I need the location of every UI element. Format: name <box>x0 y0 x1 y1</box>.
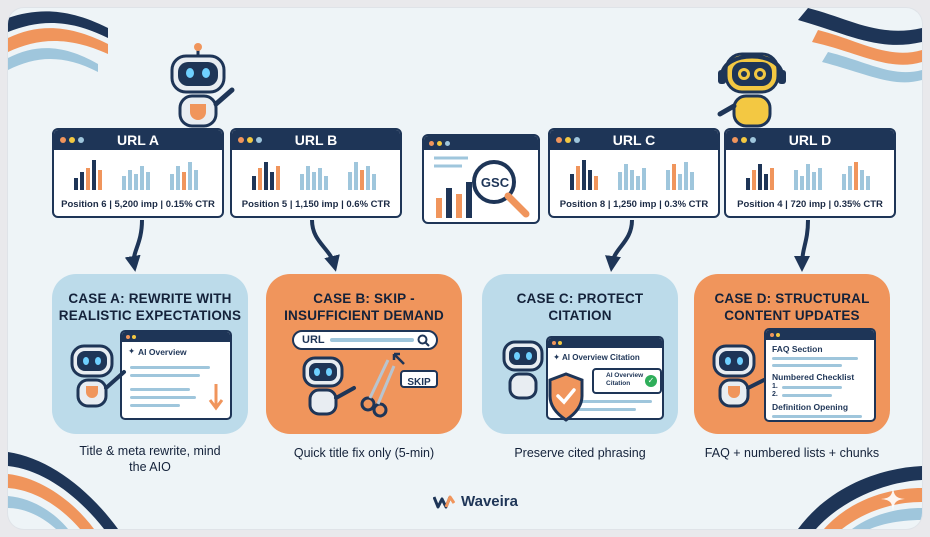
url-stats: Position 6 | 5,200 imp | 0.15% CTR <box>61 199 215 210</box>
robot-headset-mascot-icon <box>717 52 786 128</box>
arrow-down-icon <box>208 384 224 411</box>
skip-label: SKIP <box>407 377 431 388</box>
waveira-logo-icon <box>433 495 455 508</box>
case-c-panel: CASE C: PROTECT CITATION ✦ AI Overview C… <box>482 274 678 434</box>
url-card-c: URL C Position 8 | 1,250 imp | 0.3% CTR <box>548 128 720 218</box>
case-title: CASE D: STRUCTURAL CONTENT UPDATES <box>714 291 870 323</box>
sparkle-icon: ✦ <box>553 352 561 362</box>
case-c-caption: Preserve cited phrasing <box>514 446 646 460</box>
url-stats: Position 4 | 720 imp | 0.35% CTR <box>737 199 883 210</box>
numbered-checklist-label: Numbered Checklist <box>772 372 855 382</box>
gsc-window: GSC <box>422 134 540 224</box>
search-icon <box>417 334 430 347</box>
case-a-panel: CASE A: REWRITE WITH REALISTIC EXPECTATI… <box>52 274 248 434</box>
gsc-label: GSC <box>480 175 510 190</box>
sparkle-icon: ✦ <box>128 346 136 356</box>
brand-name: Waveira <box>461 493 518 510</box>
definition-opening-label: Definition Opening <box>772 402 849 412</box>
robot-presenter-icon <box>712 344 766 408</box>
url-card-a: URL A Position 6 | 5,200 imp | 0.15% CTR <box>52 128 224 218</box>
window-header: URL B <box>232 130 400 150</box>
wave-decoration-top-left <box>8 11 108 72</box>
case-d-caption: FAQ + numbered lists + chunks <box>704 446 880 460</box>
window-header: URL A <box>54 130 222 150</box>
url-stats: Position 5 | 1,150 imp | 0.6% CTR <box>241 199 391 210</box>
arrow-a-to-case-a <box>124 219 144 272</box>
citation-badge-label: AI Overview Citation <box>606 372 644 387</box>
brand-logo: Waveira <box>433 493 518 510</box>
citation-badge: AI Overview Citation ✓ <box>592 368 662 394</box>
arrow-d-to-case-d <box>794 219 811 272</box>
cursor-arrow-icon <box>392 352 405 365</box>
search-text: URL <box>302 334 325 346</box>
wave-decoration-top-right <box>798 8 922 83</box>
search-bar: URL <box>292 330 438 350</box>
gsc-magnifier-chart-icon <box>434 156 530 218</box>
case-title: CASE B: SKIP - INSUFFICIENT DEMAND <box>284 291 444 323</box>
url-label: URL B <box>294 132 338 148</box>
case-b-caption: Quick title fix only (5-min) <box>293 446 435 460</box>
mini-bar-chart-icon <box>74 160 198 190</box>
window-header: URL C <box>550 130 718 150</box>
list-marker-2: 2. <box>772 391 778 398</box>
case-a-caption: Title & meta rewrite, mind the AIO <box>79 444 221 474</box>
url-label: URL C <box>612 132 656 148</box>
mini-bar-chart-icon <box>746 162 870 190</box>
url-label: URL A <box>117 132 159 148</box>
skip-badge: SKIP <box>400 370 438 388</box>
robot-pointer-icon <box>70 344 126 408</box>
infographic-frame: URL A Position 6 | 5,200 imp | 0.15% CTR… <box>8 8 922 529</box>
url-card-b: URL B Position 5 | 1,150 imp | 0.6% CTR <box>230 128 402 218</box>
url-card-d: URL D Position 4 | 720 imp | 0.35% CTR <box>724 128 896 218</box>
robot-scissors-icon <box>302 356 396 418</box>
ai-overview-label: AI Overview <box>138 347 187 357</box>
case-b-panel: CASE B: SKIP - INSUFFICIENT DEMAND URL S… <box>266 274 462 434</box>
arrows-layer <box>124 219 811 272</box>
wave-decoration-bottom-left <box>8 452 118 529</box>
mini-bar-chart-icon <box>570 160 694 190</box>
arrow-b-to-case-b <box>310 219 340 272</box>
case-d-panel: CASE D: STRUCTURAL CONTENT UPDATES FAQ S… <box>694 274 890 434</box>
robot-shield-icon <box>502 340 584 422</box>
mini-bar-chart-icon <box>252 162 376 190</box>
case-title: CASE A: REWRITE WITH REALISTIC EXPECTATI… <box>58 291 242 323</box>
url-label: URL D <box>788 132 832 148</box>
check-icon: ✓ <box>645 375 657 387</box>
robot-mascot-waving-icon <box>170 43 235 128</box>
sparkle-corner-icon <box>881 487 905 511</box>
ai-overview-citation-label: AI Overview Citation <box>562 353 640 362</box>
content-structure-window: FAQ Section Numbered Checklist 1. 2. Def… <box>764 328 876 422</box>
window-header: URL D <box>726 130 894 150</box>
ai-overview-window: ✦ AI Overview <box>120 330 232 420</box>
faq-section-label: FAQ Section <box>772 344 823 354</box>
url-stats: Position 8 | 1,250 imp | 0.3% CTR <box>559 199 709 210</box>
case-title: CASE C: PROTECT CITATION <box>516 291 644 323</box>
arrow-c-to-case-c <box>605 219 634 272</box>
list-marker-1: 1. <box>772 383 778 390</box>
